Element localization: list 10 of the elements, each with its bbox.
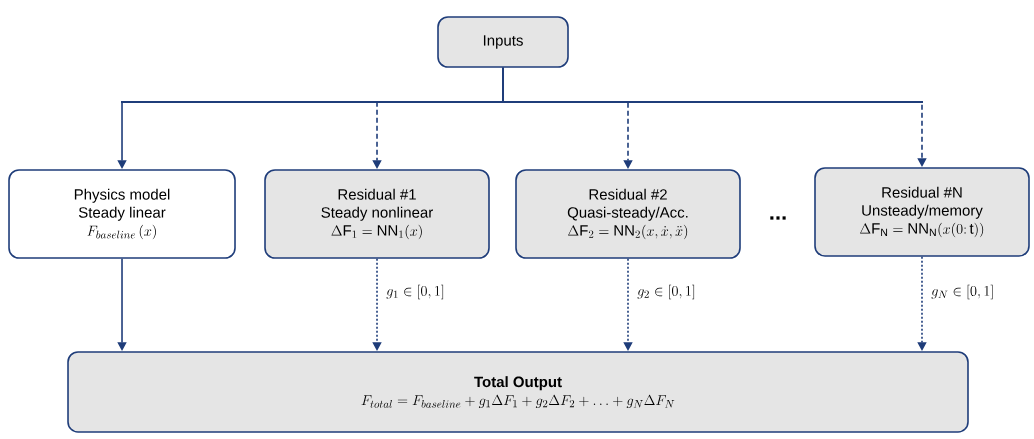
ellipsis: ... [770, 216, 786, 220]
model-box: Residual #N Unsteady/memory $\Delta\mathrm{F}_\mathrm{N} = \mathrm{NN}_\mathrm{N}(x(0\colon \mathrm{t}))$ [814, 167, 1030, 257]
model-box: Residual #1 Steady nonlinear $\Delta\mathrm{F}_1 = \mathrm{NN}_1(x)$ [264, 169, 490, 259]
edge-label: $g_2 \in [0,1]$ [636, 283, 697, 301]
input-box: Inputs [437, 16, 569, 68]
edge-label: $g_N \in [0,1]$ [930, 283, 996, 301]
output-box: Total Output $F_{total} = F_{baseline} + g_1\Delta F_1 + g_2\Delta F_2 + \ldots + g_N\Delta F_N$ [67, 351, 969, 433]
model-box: Residual #2 Quasi-steady/Acc. $\Delta\mathrm{F}_2 = \mathrm{NN}_2(x,\dot{x},\ddot{x})$ [515, 169, 741, 259]
model-box: Physics model Steady linear $F_{baseline}\,(x)$ [8, 169, 236, 259]
edge-label: $g_1 \in [0,1]$ [385, 283, 446, 301]
